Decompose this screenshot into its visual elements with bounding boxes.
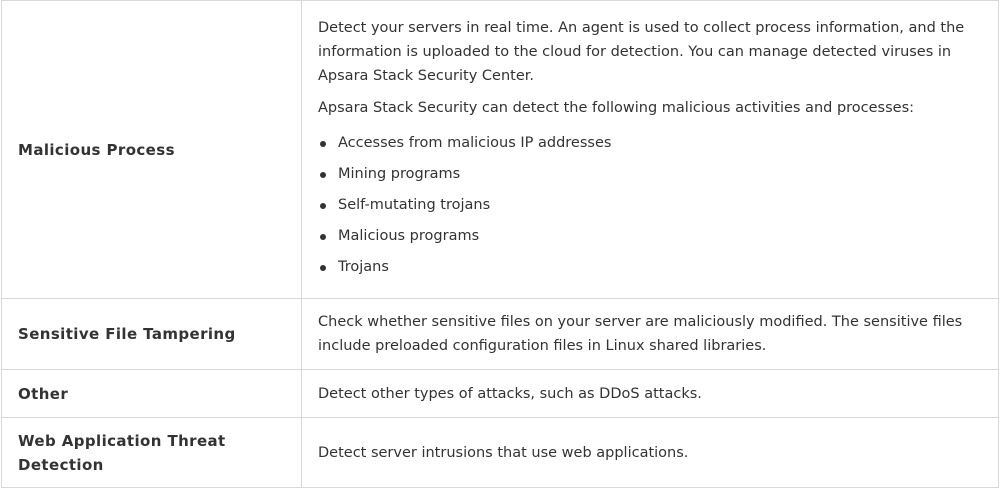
description-paragraph: Detect other types of attacks, such as D…: [318, 385, 702, 402]
table-row: Other Detect other types of attacks, suc…: [1, 369, 999, 418]
detection-type-name: Other: [18, 384, 69, 403]
list-item-text: Mining programs: [338, 166, 461, 182]
description-paragraph: Apsara Stack Security can detect the fol…: [318, 100, 915, 116]
row-description-cell: Detect your servers in real time. An age…: [301, 0, 999, 299]
row-description-cell: Check whether sensitive files on your se…: [301, 298, 999, 370]
row-name-cell: Other: [1, 369, 302, 418]
list-item: Trojans: [318, 252, 982, 283]
row-name-cell: Sensitive File Tampering: [1, 298, 302, 370]
description-paragraph: Detect server intrusions that use web ap…: [318, 444, 689, 461]
list-item-text: Malicious programs: [338, 228, 480, 244]
row-name-cell: Malicious Process: [1, 0, 302, 299]
detection-type-name: Malicious Process: [18, 140, 175, 159]
bullet-icon: [320, 265, 326, 271]
list-item: Malicious programs: [318, 221, 982, 252]
table-row: Malicious Process Detect your servers in…: [1, 0, 999, 299]
description-paragraph: Detect your servers in real time. An age…: [318, 20, 965, 84]
bullet-icon: [320, 234, 326, 240]
bullet-icon: [320, 203, 326, 209]
list-item: Mining programs: [318, 159, 982, 190]
description-paragraph: Check whether sensitive files on your se…: [318, 314, 963, 354]
list-item-text: Trojans: [338, 259, 389, 275]
row-name-cell: Web Application Threat Detection: [1, 417, 302, 488]
row-description-cell: Detect other types of attacks, such as D…: [301, 369, 999, 418]
bullet-icon: [320, 172, 326, 178]
list-item: Self-mutating trojans: [318, 190, 982, 221]
detection-type-name: Web Application Threat Detection: [18, 431, 226, 474]
list-item: Accesses from malicious IP addresses: [318, 128, 982, 159]
table-row: Sensitive File Tampering Check whether s…: [1, 298, 999, 370]
detection-type-name: Sensitive File Tampering: [18, 325, 236, 343]
list-item-text: Self-mutating trojans: [338, 197, 491, 213]
list-item-text: Accesses from malicious IP addresses: [338, 135, 612, 151]
row-description-cell: Detect server intrusions that use web ap…: [301, 417, 999, 488]
table-row: Web Application Threat Detection Detect …: [1, 417, 999, 488]
bullet-icon: [320, 141, 326, 147]
malicious-activity-list: Accesses from malicious IP addresses Min…: [318, 128, 982, 283]
